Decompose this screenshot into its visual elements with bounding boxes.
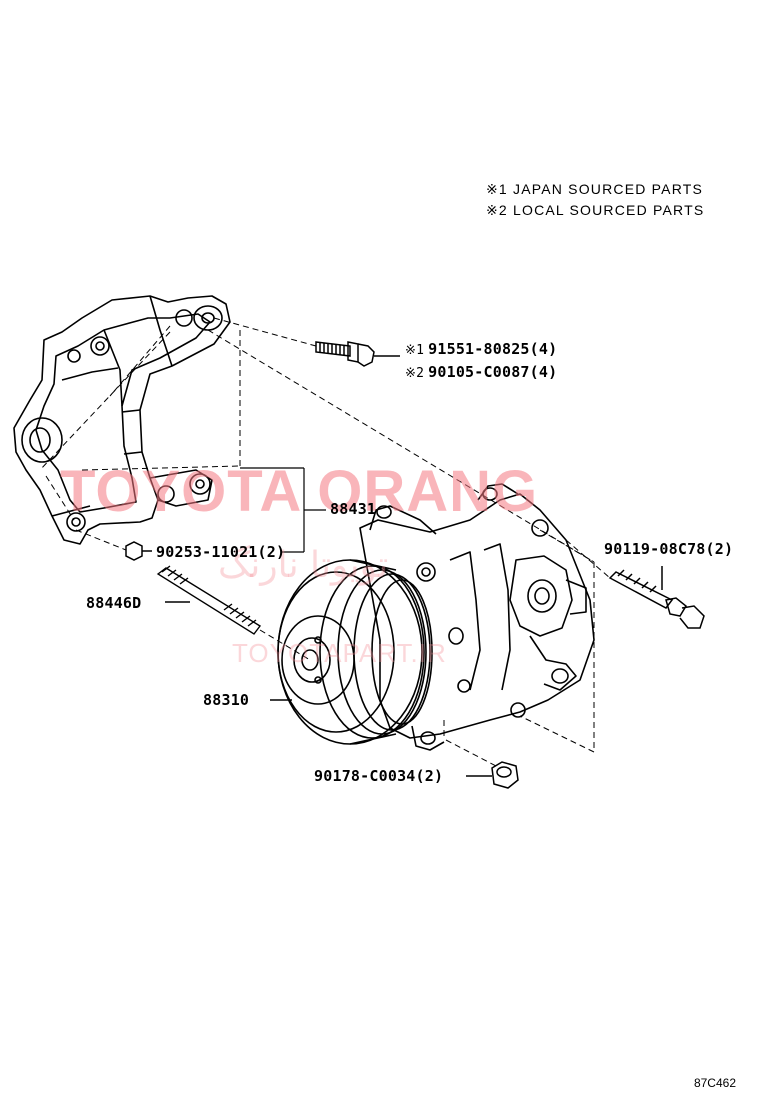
part-number: 88431 (330, 500, 377, 518)
stud-drawing (156, 565, 262, 635)
local-marker: ※2 (405, 366, 425, 381)
compressor-bolt-drawing (608, 566, 705, 629)
part-number: 90105-C0087 (428, 363, 530, 381)
bracket-nut-drawing (125, 541, 152, 561)
sourcing-legend: ※1 JAPAN SOURCED PARTS ※2 LOCAL SOURCED … (486, 179, 704, 221)
compressor-nut-drawing (466, 761, 519, 789)
part-label-compressor-nut[interactable]: 90178-C0034(2) (314, 767, 443, 785)
part-qty: (4) (529, 363, 558, 381)
legend-japan-sourced: ※1 JAPAN SOURCED PARTS (486, 181, 704, 197)
part-number: 90119-08C78 (604, 540, 706, 558)
leader-lines (240, 467, 326, 553)
part-qty: (2) (705, 540, 734, 558)
japan-marker: ※1 (405, 343, 425, 358)
part-label-bracket-nut[interactable]: 90253-11021(2) (156, 543, 285, 561)
part-label-compressor-bolt[interactable]: 90119-08C78(2) (604, 540, 733, 558)
part-label-stud[interactable]: 88446D (86, 594, 141, 612)
bolt-drawing (315, 341, 400, 367)
diagram-reference-code: 87C462 (693, 1076, 736, 1090)
watermark-farsi: تویوتا نارنگ (218, 545, 389, 586)
watermark-url: TOYOTAPART.IR (232, 638, 447, 668)
assembly-lines (39, 317, 611, 767)
legend-local-sourced: ※2 LOCAL SOURCED PARTS (486, 202, 705, 218)
bracket-drawing (13, 295, 231, 545)
part-number: 88446D (86, 594, 142, 612)
part-qty: (2) (257, 543, 286, 561)
part-number: 91551-80825 (428, 340, 530, 358)
part-qty: (2) (415, 767, 444, 785)
part-label-bracket[interactable]: 88431 (330, 500, 376, 518)
part-qty: (4) (529, 340, 558, 358)
part-label-compressor[interactable]: 88310 (203, 691, 249, 709)
part-number: 88310 (203, 691, 250, 709)
part-number: 90253-11021 (156, 543, 258, 561)
part-number: 90178-C0034 (314, 767, 416, 785)
watermark-main: TOYOTA ORANG (60, 459, 539, 524)
compressor-drawing (270, 483, 595, 751)
